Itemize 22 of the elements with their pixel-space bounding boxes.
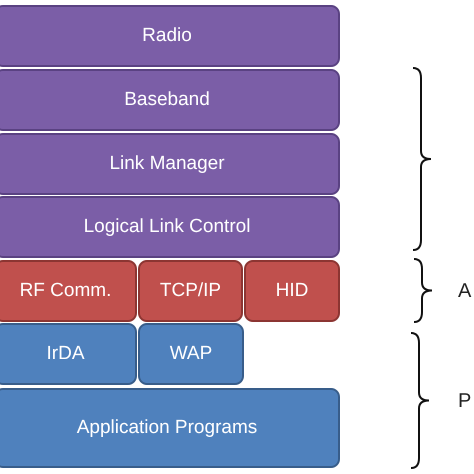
- layer-name: WAP: [170, 343, 212, 365]
- protocol-layer-box: [138, 323, 244, 385]
- layer-name: Application Programs: [76, 417, 258, 439]
- protocol-layer-box: [244, 260, 340, 322]
- protocol-layer-box: [0, 323, 137, 385]
- layer-name: Link Manager: [109, 153, 225, 175]
- protocol-layer-box: [0, 69, 340, 131]
- protocol-layer-box: [0, 133, 340, 195]
- layer-name: Radio: [142, 25, 192, 47]
- protocol-layer-box: [138, 260, 243, 322]
- side-label: P: [458, 390, 472, 413]
- protocol-layer-box: [0, 260, 137, 322]
- side-label: A: [458, 280, 472, 303]
- protocol-layer-box: [0, 388, 340, 468]
- protocol-layer-box: [0, 196, 340, 258]
- layer-name: IrDA: [46, 343, 84, 365]
- layer-name: Baseband: [124, 89, 210, 111]
- layer-name: RF Comm.: [20, 280, 112, 302]
- layer-name: Logical Link Control: [84, 216, 250, 238]
- layer-name: TCP/IP: [160, 280, 222, 302]
- protocol-layer-box: [0, 5, 340, 67]
- layer-name: HID: [276, 280, 308, 302]
